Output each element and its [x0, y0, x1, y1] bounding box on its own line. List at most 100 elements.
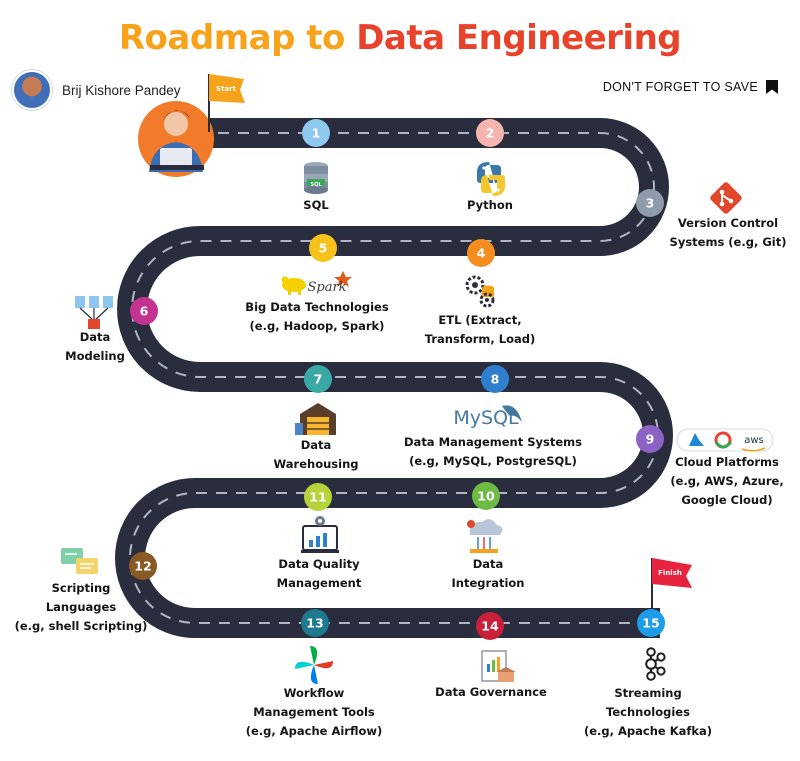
step-number: 9 — [646, 432, 655, 447]
step-marker-10: 10 — [472, 482, 500, 510]
step-marker-4: 4 — [467, 239, 495, 267]
step-label-line: Management — [276, 576, 362, 590]
step-number: 5 — [319, 241, 328, 256]
step-number: 6 — [140, 304, 149, 319]
step-label-line: SQL — [303, 198, 329, 212]
step-label-line: (e.g, shell Scripting) — [14, 619, 148, 633]
step-label-5: Big Data Technologies(e.g, Hadoop, Spark… — [245, 298, 388, 336]
step-marker-circle — [481, 365, 509, 393]
step-label-line: Data Management Systems — [404, 435, 582, 449]
finish-flag-label: Finish — [658, 569, 682, 577]
step-label-line: Technologies — [606, 705, 690, 719]
step-number: 12 — [134, 559, 151, 574]
step-label-4: ETL (Extract, Transform, Load) — [425, 311, 535, 349]
step-marker-3: 3 — [636, 189, 664, 217]
title-part-1: Roadmap to — [118, 18, 345, 58]
integration-icon — [467, 519, 503, 553]
step-number: 2 — [486, 126, 495, 141]
finish-flag — [651, 558, 692, 618]
step-label-line: Data — [79, 330, 111, 344]
step-marker-circle — [301, 609, 329, 637]
step-marker-2: 2 — [476, 119, 504, 147]
step-marker-circle — [637, 609, 665, 637]
kafka-logo — [645, 647, 666, 681]
sql-logo-text: SQL — [310, 182, 322, 188]
warehouse-icon — [295, 403, 336, 435]
step-label-line: Streaming — [614, 686, 682, 700]
step-label-line: Transform, Load) — [424, 332, 536, 346]
step-label-9: Cloud Platforms(e.g, AWS, Azure,Google C… — [670, 453, 783, 510]
step-marker-1: 1 — [302, 119, 330, 147]
step-label-line: Data Governance — [435, 685, 547, 699]
road-lane-markings — [129, 132, 660, 624]
step-marker-12: 12 — [129, 552, 157, 580]
step-marker-7: 7 — [304, 365, 332, 393]
start-flag — [208, 74, 245, 132]
step-label-line: Version Control — [677, 216, 779, 230]
mysql-logo — [502, 405, 522, 422]
step-label-line: Cloud Platforms — [675, 455, 779, 469]
step-marker-8: 8 — [481, 365, 509, 393]
spark-logo-text: Spark — [307, 280, 346, 295]
git-icon — [710, 182, 742, 214]
step-label-line: (e.g, Apache Kafka) — [583, 724, 713, 738]
step-marker-circle — [472, 482, 500, 510]
step-label-line: (e.g, Hadoop, Spark) — [249, 319, 385, 333]
step-marker-circle — [304, 483, 332, 511]
step-label-line: Data — [300, 438, 332, 452]
step-marker-circle — [636, 425, 664, 453]
bookmark-icon — [766, 80, 778, 94]
author-name: Brij Kishore Pandey — [62, 82, 181, 98]
step-number: 3 — [646, 196, 655, 211]
step-label-line: Workflow — [283, 686, 345, 700]
step-label-line: Integration — [451, 576, 525, 590]
etl-gears-icon — [465, 275, 495, 308]
step-marker-13: 13 — [301, 609, 329, 637]
step-label-line: Data — [472, 557, 504, 571]
step-number: 8 — [491, 372, 500, 387]
step-label-line: (e.g, MySQL, PostgreSQL) — [409, 454, 577, 468]
step-marker-9: 9 — [636, 425, 664, 453]
step-marker-circle — [467, 239, 495, 267]
step-label-line: Data Quality — [278, 557, 360, 571]
step-number: 4 — [477, 246, 486, 261]
page-title: Roadmap to Data Engineering — [0, 18, 800, 58]
start-flag-label: Start — [216, 85, 237, 93]
step-number: 1 — [312, 126, 321, 141]
step-marker-6: 6 — [130, 297, 158, 325]
author-badge: Brij Kishore Pandey — [12, 70, 181, 110]
step-marker-15: 15 — [637, 609, 665, 637]
developer-illustration — [138, 101, 214, 177]
step-number: 11 — [309, 490, 326, 505]
avatar — [12, 70, 52, 110]
step-marker-circle — [476, 119, 504, 147]
airflow-logo — [295, 646, 333, 684]
quality-dashboard-icon — [301, 516, 339, 553]
step-marker-circle — [309, 234, 337, 262]
step-label-line: Languages — [45, 600, 117, 614]
chat-scripts-icon — [61, 548, 98, 574]
step-marker-circle — [636, 189, 664, 217]
aws-logo-text: aws — [744, 435, 764, 446]
save-reminder-text: DON'T FORGET TO SAVE — [602, 80, 758, 94]
step-label-line: Google Cloud) — [681, 493, 773, 507]
step-number: 15 — [642, 616, 659, 631]
step-number: 14 — [481, 619, 499, 634]
step-marker-5: 5 — [309, 234, 337, 262]
governance-icon — [481, 650, 516, 682]
step-marker-circle — [304, 365, 332, 393]
step-label-line: Systems (e.g, Git) — [669, 235, 787, 249]
step-marker-circle — [476, 612, 504, 640]
data-model-icon — [75, 296, 113, 329]
step-label-line: ETL (Extract, — [438, 313, 522, 327]
mysql-logo-text: MySQL — [453, 407, 519, 429]
step-number: 13 — [306, 616, 323, 631]
